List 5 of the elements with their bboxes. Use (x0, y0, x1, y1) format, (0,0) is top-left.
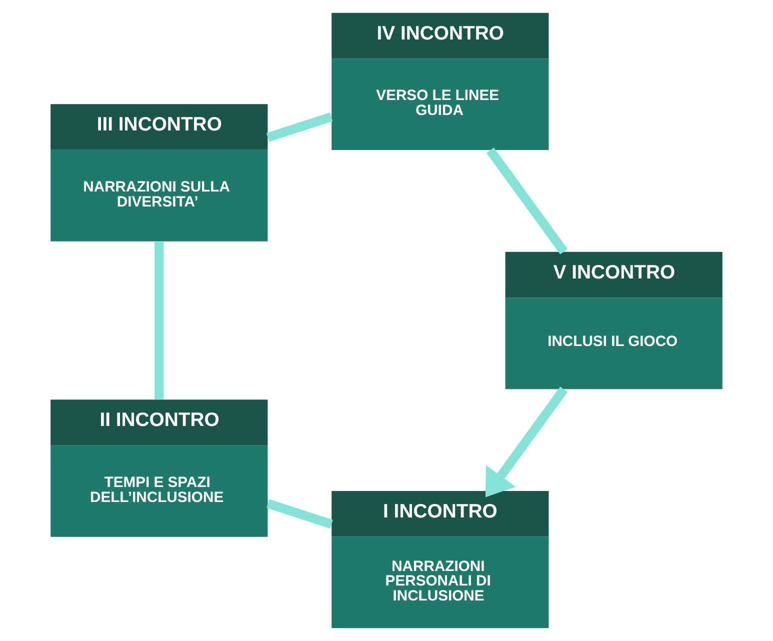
connector (486, 148, 568, 254)
connector (154, 242, 164, 400)
connector (266, 112, 333, 142)
arrow (485, 386, 568, 498)
connector (266, 499, 333, 529)
